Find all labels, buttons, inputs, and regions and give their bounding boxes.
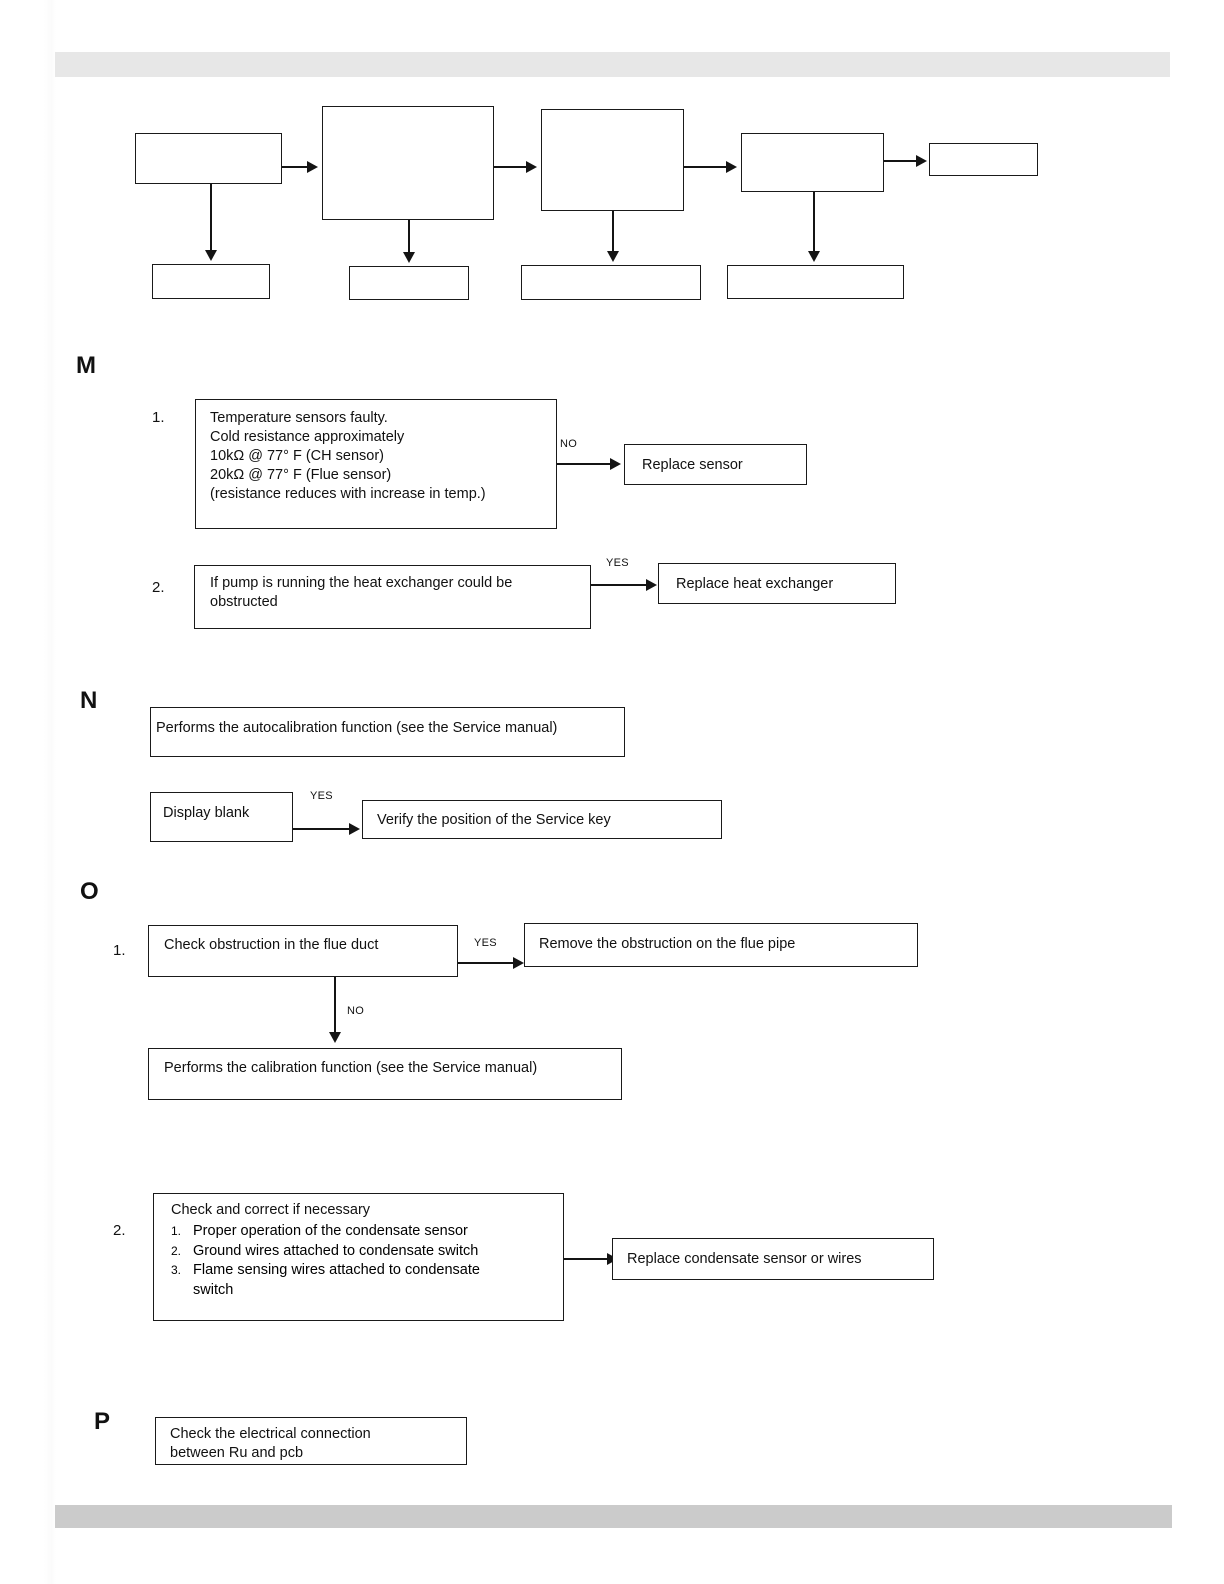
top-arrowhead-3-4 [726,161,737,173]
section-o-item-1-yes-action-text: Remove the obstruction on the flue pipe [539,936,796,952]
section-o-item-1-yes-connector [458,962,514,964]
section-m-item-1-action-text: Replace sensor [642,457,743,473]
bottom-box-1 [152,264,270,299]
top-drop-connector-2 [408,220,410,254]
section-o-item-2-number: 2. [113,1222,126,1239]
list-item-text: Proper operation of the condensate senso… [193,1223,468,1239]
list-item: 2. Ground wires attached to condensate s… [171,1242,551,1262]
list-item: 3. Flame sensing wires attached to conde… [171,1261,551,1281]
top-drop-arrowhead-1 [205,250,217,261]
section-o-item-2-list: 1. Proper operation of the condensate se… [171,1222,551,1300]
list-item-continuation: switch [193,1281,234,1298]
section-p-note-text: Check the electrical connection between … [170,1426,371,1461]
section-n-connector [293,828,350,830]
section-n-note-text: Performs the autocalibration function (s… [156,720,558,736]
section-o-item-1-no-label: NO [347,1005,365,1017]
section-m-item-1-connector [557,463,611,465]
top-connector-1-2 [282,166,309,168]
section-m-item-2-action-box: Replace heat exchanger [658,563,896,604]
section-n-arrowhead [349,823,360,835]
section-n-condition-box: Display blank [150,792,293,842]
section-label-n: N [80,687,98,714]
bottom-box-4 [727,265,904,299]
section-n-action-text: Verify the position of the Service key [377,812,611,828]
top-drop-arrowhead-2 [403,252,415,263]
section-label-o: O [80,878,99,905]
section-m-item-2-number: 2. [152,579,165,596]
section-m-item-2-connector [591,584,647,586]
section-o-item-2-action-box: Replace condensate sensor or wires [612,1238,934,1280]
section-p-note-box: Check the electrical connection between … [155,1417,467,1465]
section-m-item-1-condition-box: Temperature sensors faulty. Cold resista… [195,399,557,529]
top-arrowhead-1-2 [307,161,318,173]
section-n-condition-text: Display blank [163,805,250,821]
section-o-item-1-condition-box: Check obstruction in the flue duct [148,925,458,977]
section-o-item-2-action-text: Replace condensate sensor or wires [627,1251,862,1267]
section-n-edge-label: YES [310,790,333,802]
section-m-item-1-edge-label: NO [560,438,578,450]
section-o-item-2-connector [564,1258,608,1260]
top-connector-4-5 [884,160,917,162]
section-n-action-box: Verify the position of the Service key [362,800,722,839]
top-connector-3-4 [684,166,727,168]
section-m-item-2-condition-text: If pump is running the heat exchanger co… [210,575,513,610]
top-drop-arrowhead-4 [808,251,820,262]
list-item-text: Ground wires attached to condensate swit… [193,1242,479,1259]
section-o-item-1-no-connector [334,977,336,1034]
section-m-item-2-condition-box: If pump is running the heat exchanger co… [194,565,591,629]
top-arrowhead-2-3 [526,161,537,173]
list-item-text: Flame sensing wires attached to condensa… [193,1262,480,1278]
section-m-item-1-action-box: Replace sensor [624,444,807,485]
bottom-box-3 [521,265,701,300]
top-box-3 [541,109,684,211]
top-box-2 [322,106,494,220]
top-drop-connector-1 [210,184,212,252]
list-item-number: 3. [171,1263,182,1277]
section-o-item-1-no-action-box: Performs the calibration function (see t… [148,1048,622,1100]
section-m-item-2-action-text: Replace heat exchanger [676,576,834,592]
top-arrowhead-4-5 [916,155,927,167]
section-o-item-1-no-arrowhead [329,1032,341,1043]
top-drop-arrowhead-3 [607,251,619,262]
page-left-edge-shading [44,0,56,1584]
section-o-item-1-number: 1. [113,942,126,959]
top-connector-2-3 [494,166,527,168]
section-o-item-1-yes-label: YES [474,937,497,949]
section-m-item-1-number: 1. [152,409,165,426]
section-m-item-2-arrowhead [646,579,657,591]
bottom-box-2 [349,266,469,300]
top-drop-connector-3 [612,211,614,253]
section-label-m: M [76,352,96,379]
list-item-number: 2. [171,1243,182,1258]
section-m-item-1-condition-text: Temperature sensors faulty. Cold resista… [210,410,486,502]
section-label-p: P [94,1408,111,1435]
list-item: 1. Proper operation of the condensate se… [171,1222,551,1242]
section-o-item-1-no-action-text: Performs the calibration function (see t… [164,1060,538,1076]
top-drop-connector-4 [813,192,815,253]
top-box-1 [135,133,282,184]
section-m-item-2-edge-label: YES [606,557,629,569]
section-o-item-2-condition-box: Check and correct if necessary 1. Proper… [153,1193,564,1321]
section-o-item-1-condition-text: Check obstruction in the flue duct [164,937,379,953]
section-n-note-box: Performs the autocalibration function (s… [150,707,625,757]
footer-band [55,1505,1172,1528]
section-o-item-2-heading: Check and correct if necessary [171,1202,371,1218]
top-box-5 [929,143,1038,176]
top-box-4 [741,133,884,192]
header-band [55,52,1170,77]
section-o-item-1-yes-action-box: Remove the obstruction on the flue pipe [524,923,918,967]
list-item-number: 1. [171,1224,182,1238]
section-m-item-1-arrowhead [610,458,621,470]
section-o-item-1-yes-arrowhead [513,957,524,969]
